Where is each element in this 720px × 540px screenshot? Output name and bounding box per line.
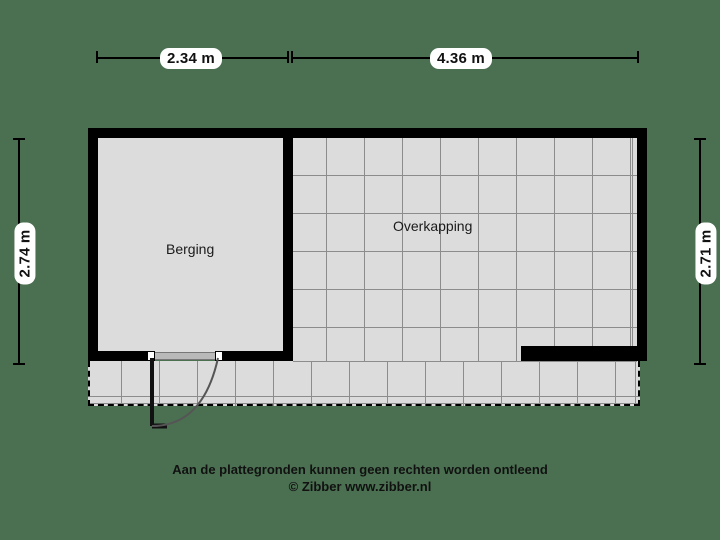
terrace-dashed-edge-left [88, 361, 90, 406]
dimension-tick-right-2 [637, 51, 639, 63]
dimension-label-left-depth: 2.74 m [14, 222, 36, 285]
dimension-tick-bottom-left [13, 363, 25, 365]
door-swing-arc [150, 357, 219, 429]
dimension-tick-bottom-right [694, 363, 706, 365]
door-jamb-right [215, 351, 223, 361]
footer-copyright: © Zibber www.zibber.nl [288, 479, 432, 494]
dimension-tick-left-1 [96, 51, 98, 63]
wall-berging-bottom-right [217, 351, 293, 361]
dimension-tick-top-right [694, 138, 706, 140]
footer-disclaimer: Aan de plattegronden kunnen geen rechten… [172, 462, 548, 477]
dimension-tick-right-1 [287, 51, 289, 63]
door-threshold [154, 352, 217, 360]
dimension-tick-left-2 [291, 51, 293, 63]
wall-left-exterior [88, 128, 98, 361]
wall-interior-partition [283, 128, 293, 361]
room-overkapping-floor [293, 138, 637, 362]
door-arc [151, 357, 219, 427]
dimension-label-berging-width: 2.34 m [160, 48, 222, 69]
dimension-label-right-depth: 2.71 m [695, 222, 717, 285]
room-label-berging: Berging [166, 241, 215, 257]
terrace-tiled-area [88, 361, 640, 406]
dimension-tick-top-left [13, 138, 25, 140]
room-berging-floor [98, 138, 283, 352]
terrace-dashed-edge-right [638, 361, 640, 406]
room-label-overkapping: Overkapping [393, 218, 473, 234]
wall-berging-bottom-left [88, 351, 153, 361]
wall-overkapping-bottom-stub [521, 346, 647, 361]
wall-right-exterior [637, 128, 647, 361]
dimension-label-overkapping-width: 4.36 m [430, 48, 492, 69]
wall-top-exterior [88, 128, 647, 138]
terrace-dashed-edge-bottom [88, 404, 640, 406]
